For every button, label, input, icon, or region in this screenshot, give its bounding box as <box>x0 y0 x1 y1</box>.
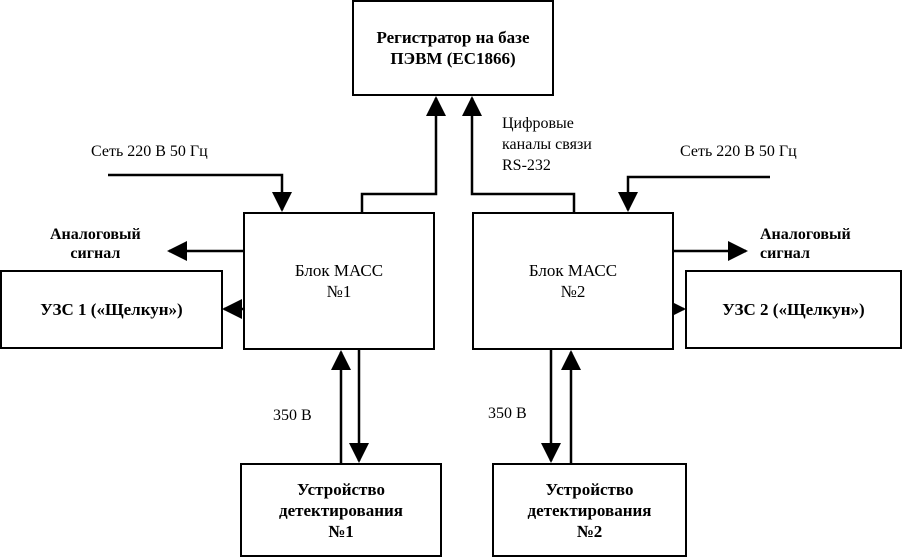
detector1-block: Устройство детектирования №1 <box>240 463 442 557</box>
registrar-block: Регистратор на базе ПЭВМ (ЕС1866) <box>352 0 554 96</box>
voltage-right-label: 350 В <box>488 405 527 422</box>
mass2-to-registrar-line <box>462 96 576 213</box>
mass1-to-registrar-line <box>360 96 446 213</box>
mains-left-line <box>108 173 292 212</box>
digital-channels-label: Цифровые каналы связи RS-232 <box>502 115 592 174</box>
voltage-left-label: 350 В <box>273 407 312 424</box>
mains-right-line <box>618 175 770 212</box>
detector2-block: Устройство детектирования №2 <box>492 463 687 557</box>
mass2-block: Блок МАСС №2 <box>472 212 674 350</box>
uzs1-block: УЗС 1 («Щелкун») <box>0 270 223 349</box>
analog-left-label: Аналоговый сигнал <box>50 226 141 262</box>
mass1-label: Блок МАСС №1 <box>294 261 384 301</box>
registrar-label: Регистратор на базе ПЭВМ (ЕС1866) <box>376 28 530 68</box>
analog-right-label: Аналоговый сигнал <box>760 226 851 262</box>
mass1-block: Блок МАСС №1 <box>243 212 435 350</box>
mains-left-label: Сеть 220 В 50 Гц <box>91 143 208 160</box>
mains-right-label: Сеть 220 В 50 Гц <box>680 143 797 160</box>
uzs2-block: УЗС 2 («Щелкун») <box>685 270 902 349</box>
detector2-label: Устройство детектирования №2 <box>527 479 652 541</box>
uzs1-label: УЗС 1 («Щелкун») <box>40 300 183 319</box>
mass2-label: Блок МАСС №2 <box>528 261 618 301</box>
detector1-label: Устройство детектирования №1 <box>279 479 403 541</box>
uzs2-label: УЗС 2 («Щелкун») <box>722 300 865 319</box>
